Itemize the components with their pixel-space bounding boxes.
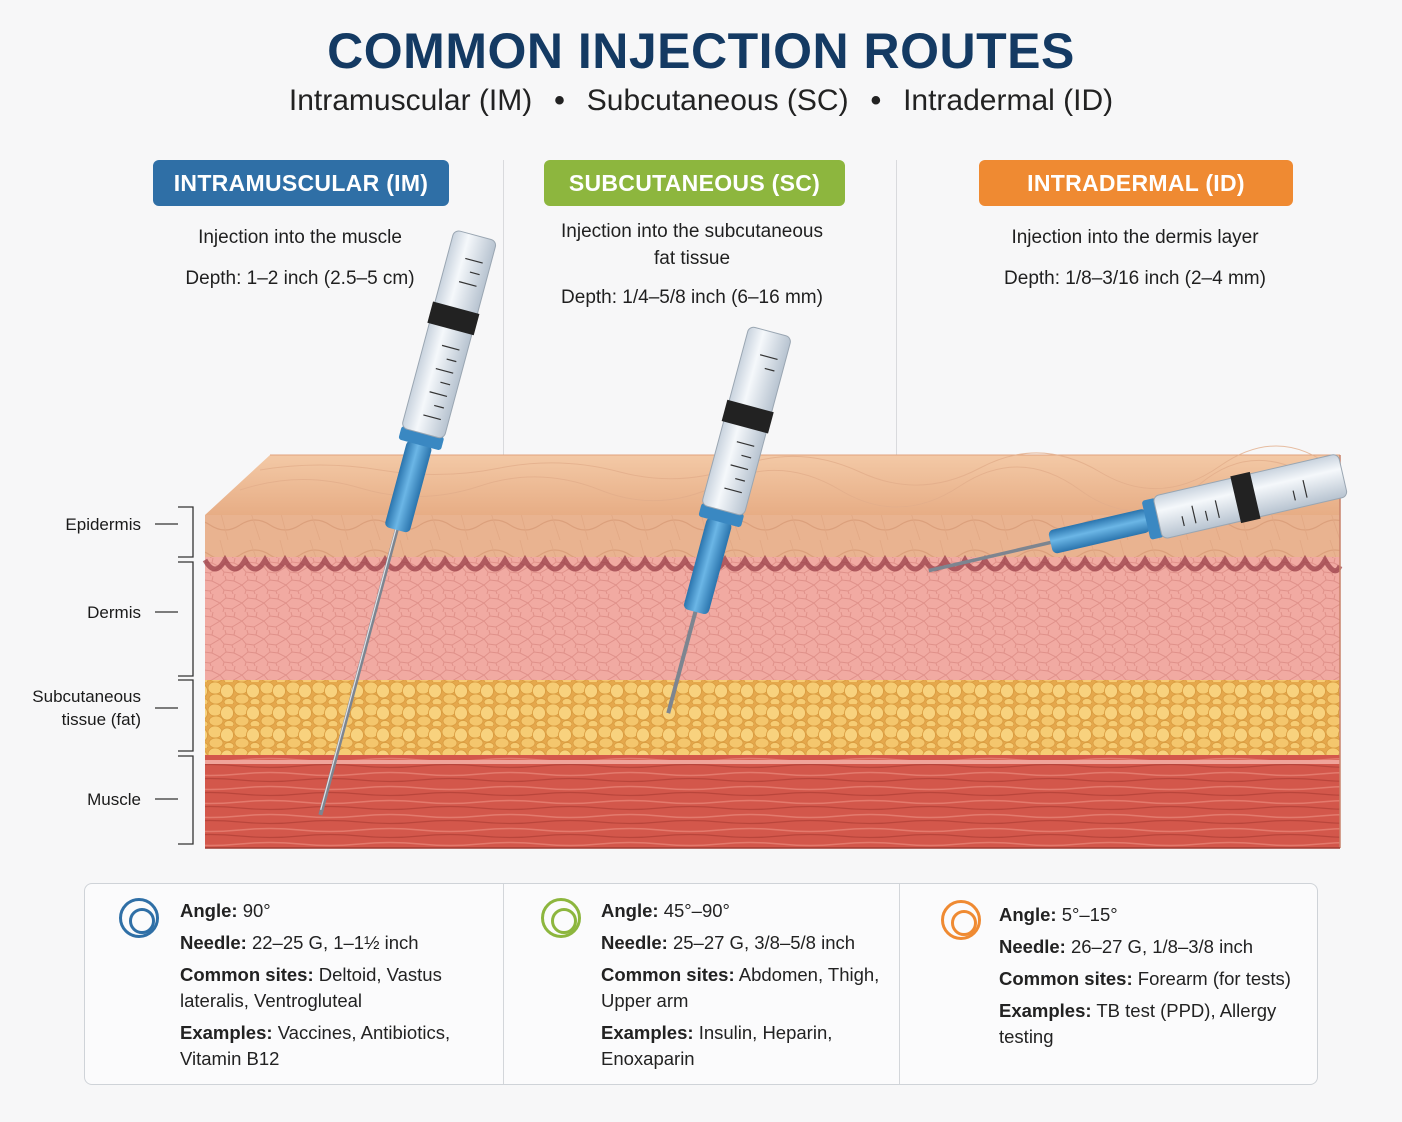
page-title: COMMON INJECTION ROUTES bbox=[327, 23, 1075, 79]
info-im-examples: Examples: Vaccines, Antibiotics,Vitamin … bbox=[180, 1022, 451, 1069]
label-muscle: Muscle bbox=[87, 790, 141, 809]
label-subcutaneous-line2: tissue (fat) bbox=[61, 710, 141, 729]
info-column-divider bbox=[899, 884, 900, 1084]
syringe-im bbox=[318, 230, 497, 816]
im-description: Injection into the muscle Depth: 1–2 inc… bbox=[150, 224, 450, 292]
info-im-needle: Needle: 22–25 G, 1–1½ inch bbox=[180, 932, 419, 953]
badge-intradermal: INTRADERMAL (ID) bbox=[979, 160, 1293, 206]
im-depth: Depth: 1–2 inch (2.5–5 cm) bbox=[185, 268, 415, 289]
sc-depth: Depth: 1/4–5/8 inch (6–16 mm) bbox=[561, 287, 823, 308]
badge-subcutaneous: SUBCUTANEOUS (SC) bbox=[544, 160, 845, 206]
info-column-divider bbox=[503, 884, 504, 1084]
label-subcutaneous-tissue: Subcutaneous tissue (fat) bbox=[10, 685, 141, 731]
info-im: Angle: 90° Needle: 22–25 G, 1–1½ inch Co… bbox=[85, 884, 503, 1084]
info-sc-needle: Needle: 25–27 G, 3/8–5/8 inch bbox=[601, 932, 856, 953]
info-id: Angle: 5°–15° Needle: 26–27 G, 1/8–3/8 i… bbox=[899, 884, 1317, 1084]
info-sc-angle: Angle: 45°–90° bbox=[601, 900, 730, 921]
info-sc-text: Angle: 45°–90° Needle: 25–27 G, 3/8–5/8 … bbox=[601, 898, 896, 1078]
info-id-angle: Angle: 5°–15° bbox=[999, 904, 1118, 925]
subtitle-separator: • bbox=[870, 84, 882, 117]
id-description: Injection into the dermis layer Depth: 1… bbox=[975, 224, 1295, 292]
subtitle-separator: • bbox=[554, 84, 565, 117]
subtitle-sc: Subcutaneous (SC) bbox=[586, 84, 849, 117]
label-dermis: Dermis bbox=[87, 603, 141, 622]
sc-desc-line2: fat tissue bbox=[653, 248, 731, 269]
info-id-text: Angle: 5°–15° Needle: 26–27 G, 1/8–3/8 i… bbox=[999, 902, 1309, 1056]
target-icon bbox=[941, 900, 981, 940]
info-id-sites: Common sites: Forearm (for tests) bbox=[999, 968, 1291, 989]
badge-intramuscular: INTRAMUSCULAR (IM) bbox=[153, 160, 449, 206]
syringe-sc bbox=[666, 326, 791, 714]
target-icon bbox=[541, 898, 581, 938]
info-panel: Angle: 90° Needle: 22–25 G, 1–1½ inch Co… bbox=[84, 883, 1318, 1085]
id-depth: Depth: 1/8–3/16 inch (2–4 mm) bbox=[1004, 268, 1266, 289]
target-icon bbox=[119, 898, 159, 938]
subtitle-id: Intradermal (ID) bbox=[903, 84, 1114, 117]
sc-description: Injection into the subcutaneous fat tiss… bbox=[532, 218, 852, 311]
label-epidermis: Epidermis bbox=[65, 515, 141, 534]
info-sc: Angle: 45°–90° Needle: 25–27 G, 3/8–5/8 … bbox=[503, 884, 899, 1084]
id-desc-text: Injection into the dermis layer bbox=[1011, 227, 1259, 248]
info-id-needle: Needle: 26–27 G, 1/8–3/8 inch bbox=[999, 936, 1254, 957]
info-sc-sites: Common sites: Abdomen, Thigh,Upper arm bbox=[601, 964, 880, 1011]
info-im-text: Angle: 90° Needle: 22–25 G, 1–1½ inch Co… bbox=[180, 898, 495, 1078]
im-desc-text: Injection into the muscle bbox=[198, 227, 402, 248]
syringe-id bbox=[928, 454, 1348, 573]
info-im-angle: Angle: 90° bbox=[180, 900, 271, 921]
page-subtitle: Intramuscular (IM) • Subcutaneous (SC) • Int… bbox=[0, 84, 1402, 118]
sc-desc-line1: Injection into the subcutaneous bbox=[561, 221, 823, 242]
info-sc-examples: Examples: Insulin, Heparin,Enoxaparin bbox=[601, 1022, 833, 1069]
label-subcutaneous-line1: Subcutaneous bbox=[32, 687, 141, 706]
subtitle-im: Intramuscular (IM) bbox=[288, 84, 533, 117]
